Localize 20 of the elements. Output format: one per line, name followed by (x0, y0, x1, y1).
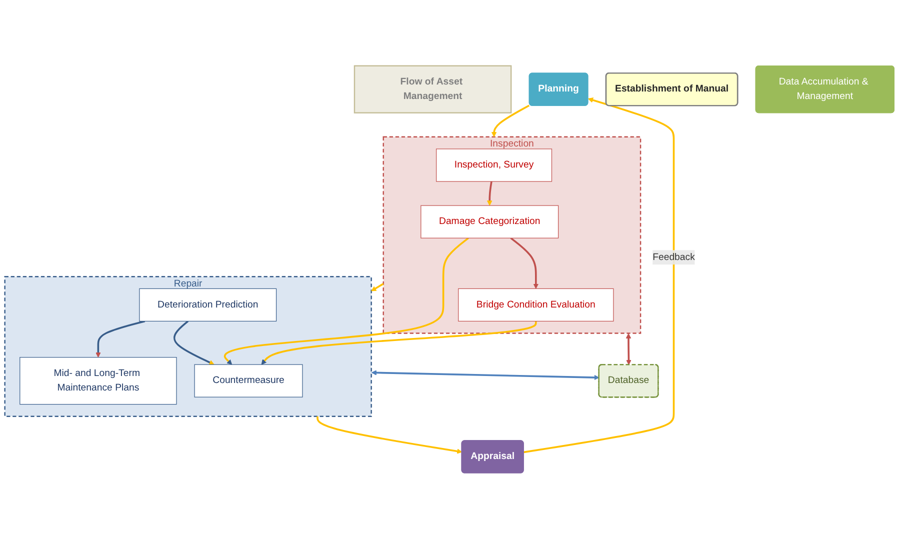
arrow (224, 236, 469, 364)
arrow (371, 370, 600, 380)
arrow (173, 320, 214, 365)
arrow (96, 320, 146, 358)
arrow (261, 320, 537, 364)
node-box: Flow of Asset Management (354, 64, 512, 113)
arrow (486, 180, 492, 206)
arrow (626, 332, 632, 365)
node-box: Damage Categorization (420, 204, 559, 238)
node-box: Inspection, Survey (436, 148, 552, 182)
node-box: Bridge Condition Evaluation (458, 288, 614, 322)
arrow (491, 104, 530, 137)
arrow (510, 236, 539, 288)
node-box: Countermeasure (194, 364, 303, 397)
arrow (371, 282, 384, 291)
node-box: Deterioration Prediction (139, 288, 277, 322)
node-box: Mid- and Long-Term Maintenance Plans (20, 356, 177, 404)
arrow (524, 97, 675, 453)
edge-label: Feedback (652, 252, 695, 262)
arrow (316, 416, 462, 454)
